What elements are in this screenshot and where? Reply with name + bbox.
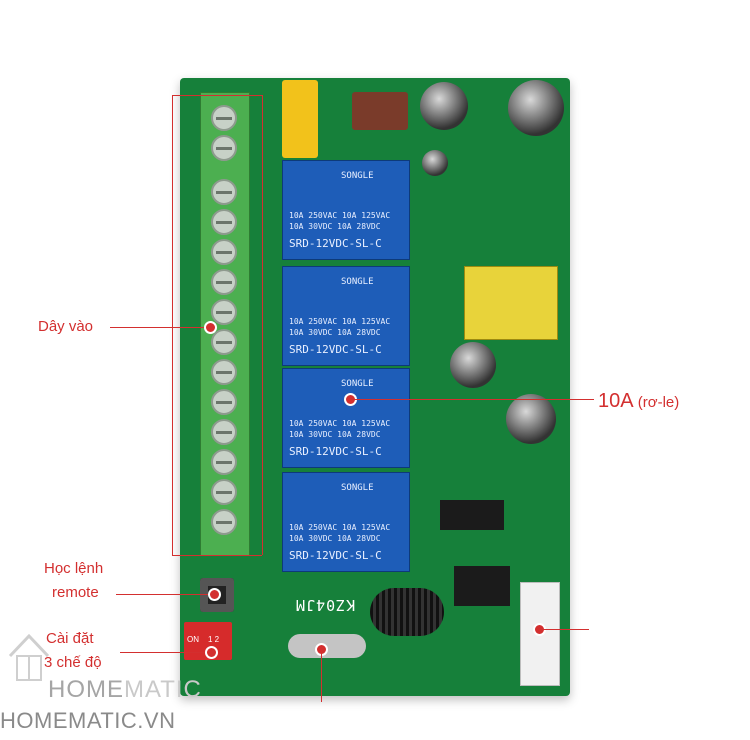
terminal-bracket — [172, 555, 262, 556]
relay-2: SONGLE 10A 250VAC 10A 125VAC 10A 30VDC 1… — [282, 266, 410, 366]
relay-brand: SONGLE — [341, 277, 374, 287]
relay-brand: SONGLE — [341, 379, 374, 389]
brand-logo-part: HOME — [48, 676, 124, 703]
relay-spec: 10A 250VAC 10A 125VAC — [289, 211, 391, 220]
learn-remote-label: remote — [52, 584, 99, 601]
terminal-screw — [211, 329, 237, 355]
terminal-screw — [211, 449, 237, 475]
ic-chip — [440, 500, 504, 530]
dip-on-label: ON — [187, 635, 199, 644]
wire-input-label: Dây vào — [38, 318, 94, 335]
relay-spec: 10A 30VDC 10A 28VDC — [289, 430, 381, 439]
mode-setting-label: Cài đặt — [46, 630, 94, 647]
terminal-screw — [211, 209, 237, 235]
relay-rating-label: 10A (rơ-le) — [598, 390, 679, 413]
relay-spec: 10A 250VAC 10A 125VAC — [289, 523, 391, 532]
relay-spec: 10A 30VDC 10A 28VDC — [289, 328, 381, 337]
terminal-screw — [211, 359, 237, 385]
mode-setting-label: 3 chế độ — [44, 654, 102, 671]
antenna-coil — [370, 588, 444, 636]
terminal-screw — [211, 269, 237, 295]
electrolytic-capacitor — [506, 394, 556, 444]
terminal-screw — [211, 509, 237, 535]
learn-remote-label: Học lệnh — [44, 560, 104, 577]
module-id: KZ04JM — [295, 596, 356, 614]
ic-chip — [454, 566, 510, 606]
crystal-leader — [321, 652, 322, 702]
terminal-screw — [211, 299, 237, 325]
callout-marker — [204, 321, 217, 334]
terminal-bracket — [172, 95, 262, 96]
terminal-screw — [211, 389, 237, 415]
relay-1: SONGLE 10A 250VAC 10A 125VAC 10A 30VDC 1… — [282, 160, 410, 260]
relay-model: SRD-12VDC-SL-C — [289, 343, 382, 356]
learn-remote-leader — [116, 594, 212, 595]
relay-model: SRD-12VDC-SL-C — [289, 445, 382, 458]
dip-number-label: 1 2 — [208, 635, 220, 644]
relay-4: SONGLE 10A 250VAC 10A 125VAC 10A 30VDC 1… — [282, 472, 410, 572]
brand-logo-part: MATIC — [124, 676, 202, 703]
electrolytic-capacitor — [508, 80, 564, 136]
mode-setting-leader — [120, 652, 210, 653]
terminal-screw — [211, 105, 237, 131]
yellow-capacitor — [282, 80, 318, 158]
relay-rating-main: 10A — [598, 390, 634, 412]
relay-spec: 10A 30VDC 10A 28VDC — [289, 534, 381, 543]
connector-leader — [543, 629, 589, 630]
terminal-screw — [211, 239, 237, 265]
relay-brand: SONGLE — [341, 171, 374, 181]
brown-resistor — [352, 92, 408, 130]
relay-brand: SONGLE — [341, 483, 374, 493]
relay-model: SRD-12VDC-SL-C — [289, 549, 382, 562]
connector-header — [520, 582, 560, 686]
brand-logo-text: HOMEMATIC — [48, 676, 202, 704]
callout-marker — [205, 646, 218, 659]
relay-3: SONGLE 10A 250VAC 10A 125VAC 10A 30VDC 1… — [282, 368, 410, 468]
screw-terminal-block — [200, 92, 250, 556]
relay-spec: 10A 250VAC 10A 125VAC — [289, 419, 391, 428]
terminal-screw — [211, 179, 237, 205]
terminal-bracket — [262, 95, 263, 555]
terminal-screw — [211, 135, 237, 161]
terminal-screw — [211, 479, 237, 505]
site-url: HOMEMATIC.VN — [0, 708, 176, 733]
terminal-bracket — [172, 95, 173, 555]
relay-spec: 10A 250VAC 10A 125VAC — [289, 317, 391, 326]
electrolytic-capacitor — [422, 150, 448, 176]
relay-rating-leader — [354, 399, 594, 400]
relay-spec: 10A 30VDC 10A 28VDC — [289, 222, 381, 231]
callout-marker — [208, 588, 221, 601]
transformer — [464, 266, 558, 340]
electrolytic-capacitor — [420, 82, 468, 130]
house-logo-icon — [8, 633, 50, 681]
terminal-screw — [211, 419, 237, 445]
relay-model: SRD-12VDC-SL-C — [289, 237, 382, 250]
wire-input-leader — [110, 327, 210, 328]
electrolytic-capacitor — [450, 342, 496, 388]
relay-rating-note: (rơ-le) — [637, 394, 680, 411]
